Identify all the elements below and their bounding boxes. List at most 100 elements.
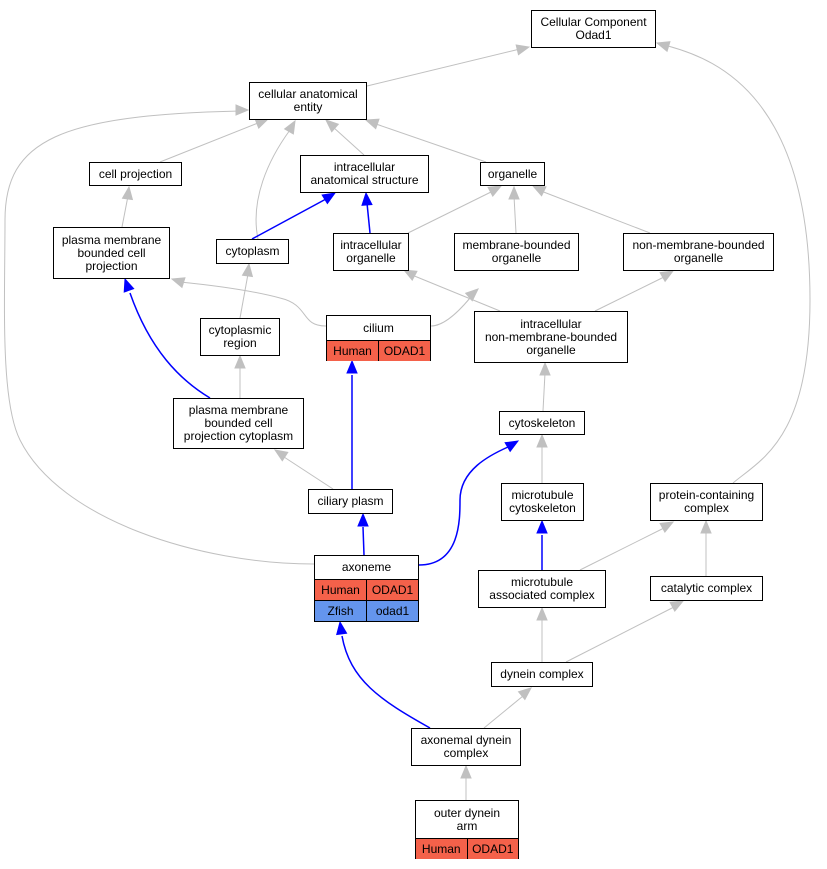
edge-ias-cae — [325, 119, 365, 156]
node-axoneme[interactable]: axoneme Human ODAD1 Zfish odad1 — [314, 555, 419, 622]
node-label: organelle — [487, 166, 538, 181]
edge-pcc-root-arrowhead — [655, 41, 671, 53]
node-cytoskeleton[interactable]: cytoskeleton — [499, 411, 585, 435]
edge-introrg-ias-arrowhead — [361, 191, 373, 206]
edge-axoneme-ciliaryplasm — [357, 512, 369, 556]
node-ciliary-plasm[interactable]: ciliary plasm — [308, 489, 393, 514]
edge-adc-dynein-arrowhead — [517, 687, 533, 701]
node-intracellular-anatomical-structure[interactable]: intracellular anatomical structure — [300, 155, 429, 193]
edge-cilium-pmbcp-line — [179, 281, 327, 327]
edge-cae-root — [366, 44, 531, 87]
edge-pmbcpc-pmbcp-line — [129, 292, 211, 399]
edge-mac-mtcyto-arrowhead — [536, 519, 548, 534]
edge-axoneme-cae-line — [3, 110, 315, 565]
node-axonemal-dynein-complex[interactable]: axonemal dynein complex — [411, 728, 521, 766]
edge-pcc-root-line — [667, 45, 811, 484]
species-cell: Human — [327, 341, 378, 361]
node-cytoplasm[interactable]: cytoplasm — [216, 239, 289, 264]
edge-introrg-organelle-arrowhead — [487, 185, 503, 197]
edge-cyto_region-cytoplasm-arrowhead — [241, 262, 254, 278]
edge-cyto_region-cytoplasm — [239, 262, 254, 319]
species-cell: Zfish — [315, 601, 366, 621]
node-label: dynein complex — [500, 667, 584, 681]
node-cellular-anatomical-entity[interactable]: cellular anatomical entity — [249, 82, 367, 120]
node-organelle[interactable]: organelle — [480, 162, 545, 186]
node-label: cellular anatomical entity — [258, 87, 358, 114]
node-catalytic-complex[interactable]: catalytic complex — [650, 576, 763, 601]
edge-axoneme-cytoskeleton-arrowhead — [504, 440, 520, 453]
edge-axoneme-cae-arrowhead — [235, 104, 250, 116]
node-label: cytoplasm — [225, 244, 280, 258]
gene-cell[interactable]: ODAD1 — [366, 580, 418, 600]
edge-axoneme-ciliaryplasm-arrowhead — [357, 512, 369, 527]
edge-axoneme-cytoskeleton-line — [418, 446, 509, 566]
node-label: non-membrane-bounded organelle — [632, 238, 765, 265]
edge-cilium-introrg — [430, 288, 479, 327]
node-intracellular-organelle[interactable]: intracellular organelle — [333, 233, 409, 271]
edge-cellproj-cae — [159, 118, 270, 163]
node-membrane-bounded-organelle[interactable]: membrane-bounded organelle — [454, 233, 579, 271]
edge-mtcyto-cytoskeleton-arrowhead — [536, 433, 548, 448]
node-outer-dynein-arm[interactable]: outer dynein arm Human ODAD1 — [415, 800, 519, 859]
edge-pmbcpc-pmbcp — [123, 277, 211, 399]
edge-pmbcpc-cytoregion — [234, 354, 246, 398]
edge-axoneme-ciliaryplasm-line — [362, 526, 365, 556]
node-cellular-component-root[interactable]: Cellular Component Odad1 — [531, 10, 656, 48]
edge-introrg-ias — [361, 191, 373, 234]
edge-oda-adc-arrowhead — [460, 764, 472, 779]
node-protein-containing-complex[interactable]: protein-containing complex — [650, 483, 763, 521]
node-label: cytoskeleton — [508, 415, 576, 430]
edge-cytoplasm-cae-line — [255, 129, 291, 240]
edge-cilium-introrg-line — [430, 297, 471, 327]
edge-ias-cae-line — [332, 126, 365, 156]
node-dynein-complex[interactable]: dynein complex — [491, 662, 593, 687]
edge-inmbo-introrg-line — [411, 274, 501, 312]
edge-inmbo-introrg — [402, 269, 501, 312]
species-cell: Human — [315, 580, 366, 600]
edge-inmbo-nmbo-arrowhead — [659, 270, 675, 283]
edge-mbo-organelle-arrowhead — [508, 185, 520, 200]
node-label: ciliary plasm — [317, 494, 384, 508]
edge-organelle-cae-line — [375, 123, 487, 163]
edge-mac-pcc-line — [579, 527, 665, 571]
node-plasma-membrane-bounded-cell-projection[interactable]: plasma membrane bounded cell projection — [53, 227, 170, 279]
gene-cell[interactable]: odad1 — [366, 601, 418, 621]
gene-cell[interactable]: ODAD1 — [378, 341, 430, 361]
node-cell-projection[interactable]: cell projection — [89, 162, 182, 186]
edge-pcc-root — [655, 41, 811, 484]
edge-cytoplasm-cae-arrowhead — [283, 119, 296, 135]
node-label: protein-containing complex — [658, 488, 755, 515]
edge-nmbo-organelle — [531, 185, 651, 234]
edge-pmbcpc-pmbcp-arrowhead — [123, 277, 135, 293]
node-label: axonemal dynein complex — [420, 733, 512, 760]
node-label: microtubule associated complex — [489, 575, 595, 602]
edge-cytoskeleton-inmbo — [539, 361, 551, 412]
edge-pmbcp-cellproj-arrowhead — [121, 185, 134, 201]
edge-cellproj-cae-line — [159, 122, 259, 163]
node-microtubule-cytoskeleton[interactable]: microtubule cytoskeleton — [501, 483, 584, 521]
edge-ciliaryplasm-pmbcpc-arrowhead — [273, 449, 289, 462]
edge-cytoplasm-cae — [255, 119, 296, 240]
gene-row: Human ODAD1 — [327, 340, 430, 361]
node-label: intracellular organelle — [340, 238, 402, 265]
edge-cytoskeleton-inmbo-line — [542, 372, 546, 412]
edge-cytoskeleton-inmbo-arrowhead — [539, 361, 551, 376]
edge-introrg-organelle — [407, 185, 503, 234]
edge-cytoplasm-ias-line — [251, 198, 327, 240]
node-non-membrane-bounded-organelle[interactable]: non-membrane-bounded organelle — [623, 233, 774, 271]
node-plasma-membrane-bounded-cell-projection-cytoplasm[interactable]: plasma membrane bounded cell projection … — [173, 398, 304, 449]
edge-ias-cae-arrowhead — [325, 119, 340, 133]
edge-dynein-catalytic-arrowhead — [669, 600, 685, 612]
gene-cell[interactable]: ODAD1 — [466, 839, 518, 859]
node-cytoplasmic-region[interactable]: cytoplasmic region — [200, 318, 280, 356]
node-cilium[interactable]: cilium Human ODAD1 — [326, 315, 431, 361]
edge-mac-pcc — [579, 521, 675, 571]
edge-cilium-pmbcp — [170, 277, 327, 327]
node-intracellular-non-membrane-bounded-organelle[interactable]: intracellular non-membrane-bounded organ… — [474, 311, 628, 363]
edge-ciliaryplasm-cilium-arrowhead — [346, 359, 358, 374]
gene-row: Zfish odad1 — [315, 600, 418, 621]
edge-cytoplasm-ias-arrowhead — [321, 192, 337, 205]
node-label: plasma membrane bounded cell projection … — [183, 403, 294, 443]
node-label: microtubule cytoskeleton — [509, 488, 576, 515]
node-microtubule-associated-complex[interactable]: microtubule associated complex — [478, 570, 606, 608]
